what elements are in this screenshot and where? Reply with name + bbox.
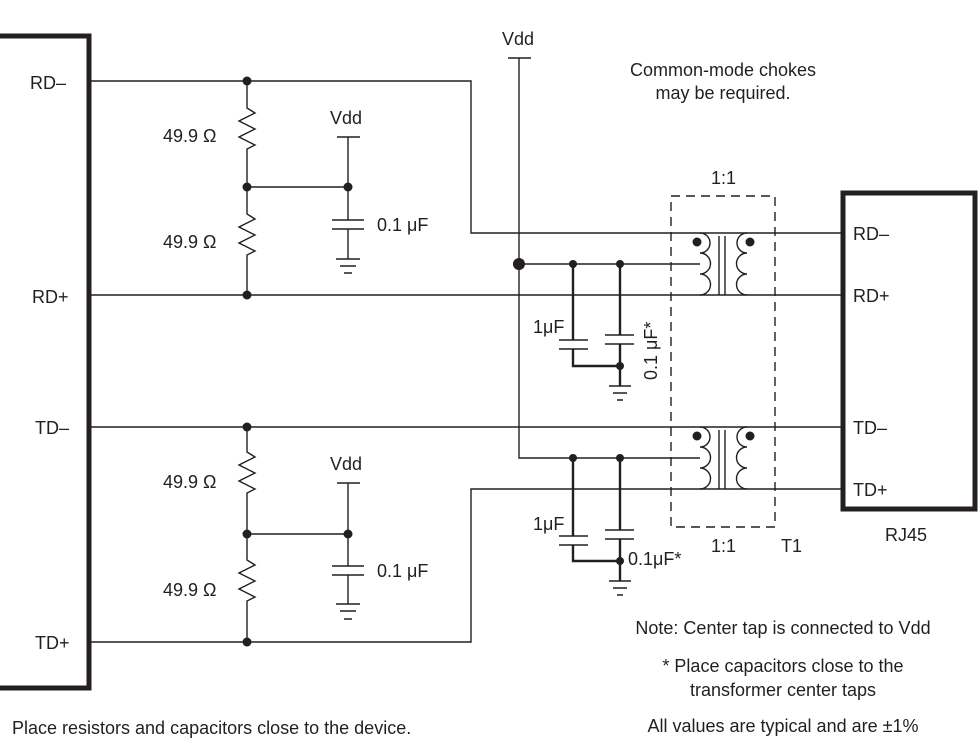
rd-ct-cap1-label: 1μF: [533, 317, 564, 337]
rd-minus-trace: [91, 80, 843, 234]
rd-resistor-top: [237, 81, 257, 187]
td-pair-wiring: [91, 422, 843, 647]
junction-dot: [569, 454, 577, 462]
junction-dot: [242, 76, 252, 86]
junction-dot: [616, 454, 624, 462]
center-tap-note: Note: Center tap is connected to Vdd: [635, 618, 930, 638]
junction-dot: [616, 260, 624, 268]
td-cap-plates: [332, 565, 364, 604]
ct-vdd-rail: [508, 57, 700, 459]
rj45-pin-rd-minus: RD–: [853, 224, 889, 244]
transformer-ratio-bottom: 1:1: [711, 536, 736, 556]
td-transformer: [692, 426, 755, 490]
td-resistor-bottom-label: 49.9 Ω: [163, 580, 217, 600]
device-pin-rd-minus: RD–: [30, 73, 66, 93]
rd-pair-wiring: [91, 76, 843, 300]
rd-ct-cap1-plates: [559, 339, 588, 350]
center-tap-wiring: [508, 57, 700, 596]
device-pin-rd-plus: RD+: [32, 287, 69, 307]
td-cap-label: 0.1 μF: [377, 561, 428, 581]
rd-transformer: [692, 232, 755, 296]
chokes-note-line1: Common-mode chokes: [630, 60, 816, 80]
polarity-dot: [692, 431, 702, 441]
rd-secondary-coil: [735, 232, 748, 296]
td-ct-cap2-plates: [605, 529, 634, 540]
junction-dot: [343, 182, 353, 192]
td-resistor-bottom: [237, 534, 257, 642]
polarity-dot: [745, 431, 755, 441]
rj45-pin-td-minus: TD–: [853, 418, 887, 438]
placement-note-line2: transformer center taps: [690, 680, 876, 700]
td-ct-cap2-label: 0.1μF*: [628, 549, 681, 569]
rd-resistor-bottom-label: 49.9 Ω: [163, 232, 217, 252]
td-ground: [336, 603, 360, 620]
rd-cap-plates: [332, 219, 364, 259]
rd-resistor-bottom: [237, 187, 257, 295]
placement-note-line1: * Place capacitors close to the: [662, 656, 903, 676]
rd-ct-cap1-lead: [571, 264, 620, 368]
device-placement-note: Place resistors and capacitors close to …: [12, 718, 411, 738]
junction-dot: [242, 290, 252, 300]
device-block: [0, 33, 92, 691]
junction-dot: [616, 557, 624, 565]
td-resistor-top: [237, 427, 257, 534]
junction-dot: [569, 260, 577, 268]
rj45-connector: [840, 190, 978, 512]
rj45-pin-rd-plus: RD+: [853, 286, 890, 306]
rd-resistor-top-label: 49.9 Ω: [163, 126, 217, 146]
junction-dot: [242, 422, 252, 432]
junction-dot: [242, 182, 252, 192]
td-vdd-label: Vdd: [330, 454, 362, 474]
td-ct-cap1-plates: [559, 535, 588, 546]
junction-dot: [616, 362, 624, 370]
junction-dot: [513, 258, 525, 270]
td-core: [718, 430, 726, 489]
rd-vdd-label: Vdd: [330, 108, 362, 128]
rd-ground: [336, 258, 360, 274]
rd-ct-cap2-label: 0.1 μF*: [641, 322, 661, 380]
rd-vdd-rail: [337, 136, 360, 220]
rd-ct-cap2-plates: [605, 334, 634, 345]
rd-core: [718, 236, 726, 295]
rd-ct-ground: [609, 385, 631, 401]
tolerance-note: All values are typical and are ±1%: [647, 716, 918, 736]
td-vdd-rail: [337, 482, 360, 566]
chokes-note-line2: may be required.: [655, 83, 790, 103]
transformer-ratio-top: 1:1: [711, 168, 736, 188]
rd-cap-label: 0.1 μF: [377, 215, 428, 235]
td-ct-cap1-label: 1μF: [533, 514, 564, 534]
device-pin-td-minus: TD–: [35, 418, 69, 438]
polarity-dot: [692, 237, 702, 247]
td-resistor-top-label: 49.9 Ω: [163, 472, 217, 492]
junction-dot: [343, 529, 353, 539]
transformer-outline: [670, 195, 776, 528]
td-ct-cap1-lead: [571, 458, 620, 563]
junction-dot: [242, 529, 252, 539]
rj45-pin-td-plus: TD+: [853, 480, 888, 500]
ct-vdd-label: Vdd: [502, 29, 534, 49]
rj45-label: RJ45: [885, 525, 927, 545]
polarity-dot: [745, 237, 755, 247]
td-secondary-coil: [735, 426, 748, 490]
td-ct-ground: [609, 580, 631, 596]
td-plus-trace: [91, 488, 843, 643]
rd-primary-coil: [699, 232, 712, 296]
junction-dot: [242, 637, 252, 647]
td-primary-coil: [699, 426, 712, 490]
transformer-ref: T1: [781, 536, 802, 556]
device-pin-td-plus: TD+: [35, 633, 70, 653]
